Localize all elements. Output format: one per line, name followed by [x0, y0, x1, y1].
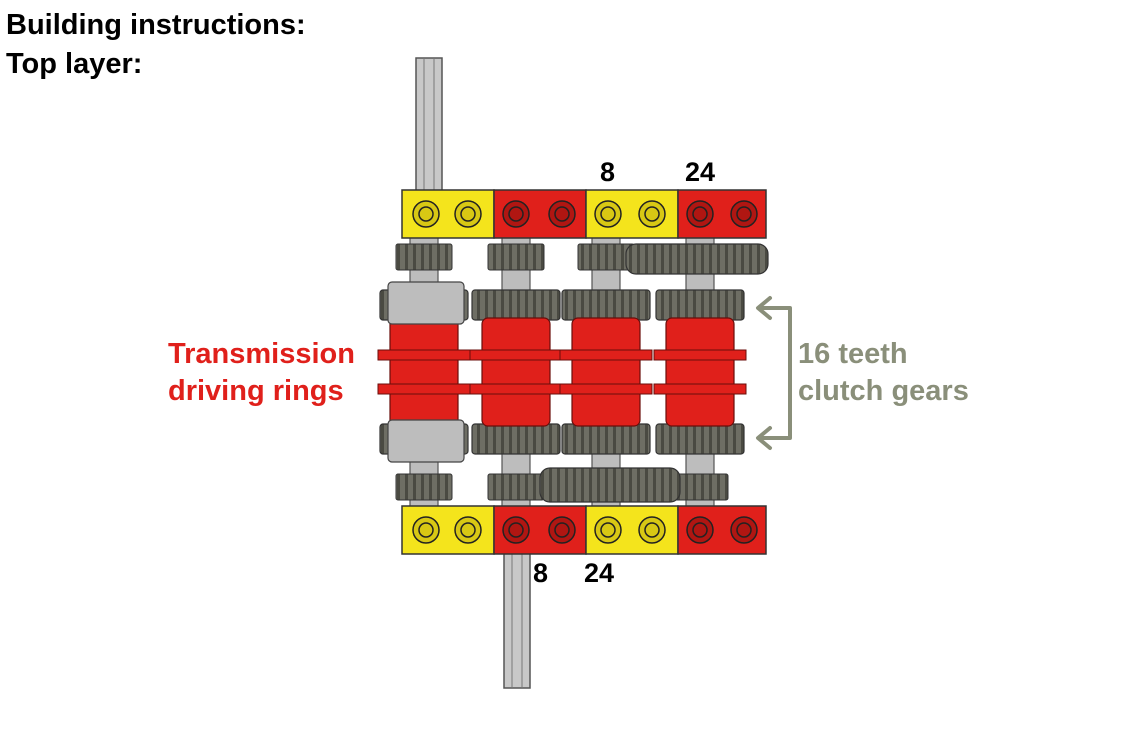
beam-hole — [454, 516, 482, 544]
bottom-label-24: 24 — [584, 558, 615, 588]
beam-hole-inner — [554, 522, 570, 538]
driving-ring-body — [571, 317, 641, 427]
beam-hole — [502, 200, 530, 228]
driving-ring-flange — [653, 383, 747, 395]
shaft-stack-3 — [559, 235, 653, 509]
beam-hole — [412, 516, 440, 544]
bushing-lower — [387, 419, 465, 463]
clutch-gear-upper — [561, 289, 651, 321]
top-label-24: 24 — [685, 157, 716, 187]
driving-ring-flange — [653, 349, 747, 361]
beam-hole-inner — [554, 206, 570, 222]
clutch-gear-upper — [655, 289, 745, 321]
driving-ring-body — [665, 317, 735, 427]
title-line-2: Top layer: — [6, 48, 143, 80]
bottom-axle — [503, 551, 531, 689]
beam-hole-inner — [644, 206, 660, 222]
bushing-upper — [387, 281, 465, 325]
beam-holes — [412, 200, 758, 544]
shaft-stack-1 — [377, 235, 471, 509]
beam-hole-inner — [736, 206, 752, 222]
beam-hole — [686, 516, 714, 544]
driving-ring-flange — [469, 349, 563, 361]
clutch-gears-label-line-2: clutch gears — [798, 375, 969, 407]
beam-hole-inner — [600, 206, 616, 222]
small-gear-bottom — [395, 473, 453, 501]
beam-hole-inner — [692, 522, 708, 538]
small-gear-top — [395, 243, 453, 271]
beam-hole — [502, 516, 530, 544]
beam-hole — [412, 200, 440, 228]
beam-hole-inner — [600, 522, 616, 538]
driving-ring-flange — [559, 383, 653, 395]
clutch-gear-upper — [471, 289, 561, 321]
gear-24-top — [625, 243, 769, 275]
beam-hole — [638, 516, 666, 544]
beam-hole-inner — [460, 522, 476, 538]
bottom-label-8: 8 — [533, 558, 549, 588]
beam-hole — [454, 200, 482, 228]
beam-hole — [638, 200, 666, 228]
clutch-gear-lower — [561, 423, 651, 455]
clutch-shaft-stacks — [377, 235, 769, 509]
beam-hole-inner — [418, 206, 434, 222]
beam-hole — [730, 200, 758, 228]
clutch-gears-label-line-1: 16 teeth — [798, 338, 908, 370]
clutch-gear-lower — [655, 423, 745, 455]
small-gear-top — [487, 243, 545, 271]
small-gear-bottom — [487, 473, 545, 501]
beam-hole — [548, 200, 576, 228]
beam-hole — [730, 516, 758, 544]
beam-hole — [594, 516, 622, 544]
beam-hole-inner — [508, 206, 524, 222]
top-axle — [415, 57, 443, 197]
beam-hole-inner — [644, 522, 660, 538]
gear-24-bottom — [539, 467, 681, 503]
clutch-gear-lower — [471, 423, 561, 455]
beam-hole — [594, 200, 622, 228]
beam-hole-inner — [418, 522, 434, 538]
transmission-label-line-1: Transmission — [168, 338, 355, 370]
beam-hole — [686, 200, 714, 228]
driving-ring-flange — [377, 383, 471, 395]
beam-hole — [548, 516, 576, 544]
beam-hole-inner — [736, 522, 752, 538]
transmission-label-line-2: driving rings — [168, 375, 344, 407]
shaft-stack-4 — [653, 235, 747, 509]
beam-hole-inner — [460, 206, 476, 222]
driving-ring-flange — [377, 349, 471, 361]
beam-hole-inner — [508, 522, 524, 538]
driving-ring-flange — [469, 383, 563, 395]
driving-ring-flange — [559, 349, 653, 361]
beam-hole-inner — [692, 206, 708, 222]
shaft-stack-2 — [469, 235, 563, 509]
driving-ring-body — [481, 317, 551, 427]
clutch-gear-bracket-arrow — [756, 296, 792, 450]
top-label-8: 8 — [600, 157, 616, 187]
title-line-1: Building instructions: — [6, 9, 306, 41]
driving-ring-body — [389, 317, 459, 427]
